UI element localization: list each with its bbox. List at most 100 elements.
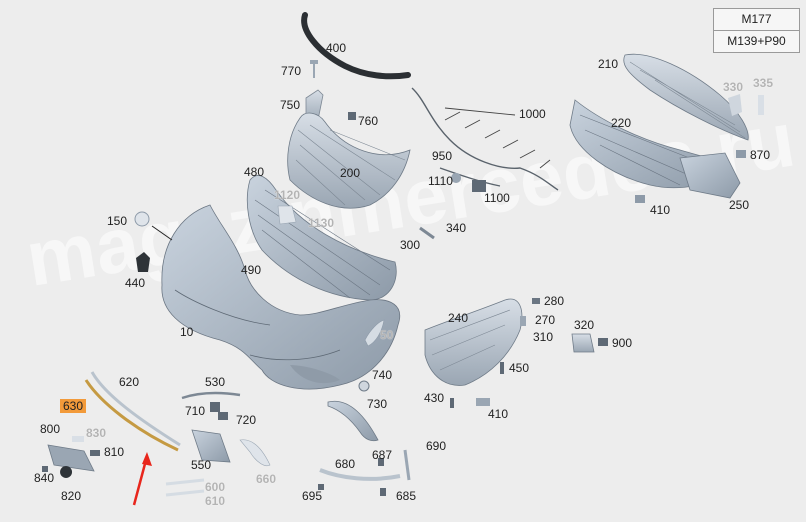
part-900-sensor bbox=[598, 338, 608, 346]
part-label-530[interactable]: 530 bbox=[205, 375, 226, 389]
part-label-760[interactable]: 760 bbox=[358, 114, 379, 128]
part-label-310[interactable]: 310 bbox=[533, 330, 554, 344]
model-secondary: M139+P90 bbox=[714, 30, 799, 52]
part-label-810[interactable]: 810 bbox=[104, 445, 125, 459]
part-770-clip bbox=[310, 60, 318, 78]
part-610-strip bbox=[165, 489, 205, 497]
part-label-430[interactable]: 430 bbox=[424, 391, 445, 405]
part-695-clip bbox=[318, 484, 324, 490]
part-label-1130[interactable]: 1130 bbox=[308, 216, 335, 230]
part-1110-clip bbox=[451, 173, 462, 183]
part-685-clip bbox=[380, 488, 386, 496]
part-label-220[interactable]: 220 bbox=[611, 116, 632, 130]
part-450-clip bbox=[500, 362, 504, 374]
part-250-vent bbox=[679, 152, 741, 199]
part-label-335[interactable]: 335 bbox=[753, 76, 774, 90]
part-label-695[interactable]: 695 bbox=[302, 489, 323, 503]
part-label-660[interactable]: 660 bbox=[256, 472, 277, 486]
part-335-clip bbox=[758, 95, 764, 115]
part-label-800[interactable]: 800 bbox=[40, 422, 61, 436]
part-label-410-lower[interactable]: 410 bbox=[488, 407, 509, 421]
part-label-340[interactable]: 340 bbox=[446, 221, 467, 235]
part-label-50[interactable]: 50 bbox=[380, 328, 394, 342]
part-label-630-highlighted[interactable]: 630 bbox=[60, 399, 87, 413]
model-primary: M177 bbox=[741, 12, 772, 26]
part-710-clip bbox=[210, 402, 220, 412]
part-620-strip bbox=[90, 371, 181, 447]
part-label-320[interactable]: 320 bbox=[574, 318, 595, 332]
leader-150 bbox=[151, 225, 173, 241]
part-label-250[interactable]: 250 bbox=[729, 198, 750, 212]
part-530-trim bbox=[181, 391, 241, 400]
part-1120-bracket bbox=[277, 205, 297, 225]
part-label-490[interactable]: 490 bbox=[241, 263, 262, 277]
part-687-clip bbox=[378, 458, 384, 466]
part-label-830[interactable]: 830 bbox=[86, 426, 107, 440]
part-label-200[interactable]: 200 bbox=[340, 166, 361, 180]
part-10-bumper-cover bbox=[161, 204, 401, 390]
part-label-280[interactable]: 280 bbox=[544, 294, 565, 308]
part-150-cap bbox=[134, 211, 150, 227]
part-label-600[interactable]: 600 bbox=[205, 480, 226, 494]
part-label-1110[interactable]: 1110 bbox=[428, 174, 453, 188]
part-label-620[interactable]: 620 bbox=[119, 375, 140, 389]
part-label-300[interactable]: 300 bbox=[400, 238, 421, 252]
part-label-440[interactable]: 440 bbox=[125, 276, 146, 290]
part-label-680[interactable]: 680 bbox=[335, 457, 356, 471]
part-label-750[interactable]: 750 bbox=[280, 98, 301, 112]
part-740-plug bbox=[358, 380, 370, 392]
part-410-sensor bbox=[635, 195, 645, 203]
part-label-240[interactable]: 240 bbox=[448, 311, 469, 325]
part-label-450[interactable]: 450 bbox=[509, 361, 530, 375]
part-label-330[interactable]: 330 bbox=[723, 80, 744, 94]
part-label-410-upper[interactable]: 410 bbox=[650, 203, 671, 217]
part-240-carrier bbox=[424, 298, 523, 386]
part-270-clip bbox=[520, 316, 526, 326]
part-label-400[interactable]: 400 bbox=[326, 41, 347, 55]
part-830-clip bbox=[72, 436, 84, 442]
part-440-bracket bbox=[136, 252, 150, 272]
part-label-690[interactable]: 690 bbox=[426, 439, 447, 453]
red-pointer-arrow bbox=[132, 452, 152, 506]
part-810-clip bbox=[90, 450, 100, 456]
part-label-10[interactable]: 10 bbox=[180, 325, 194, 339]
part-430-clip bbox=[450, 398, 454, 408]
part-820-nut bbox=[60, 466, 73, 478]
part-680-strip bbox=[319, 468, 401, 481]
part-210-carrier bbox=[623, 53, 749, 141]
part-760-clip bbox=[348, 112, 356, 120]
part-label-710[interactable]: 710 bbox=[185, 404, 206, 418]
part-280-clip bbox=[532, 298, 540, 304]
part-label-900[interactable]: 900 bbox=[612, 336, 633, 350]
part-label-480[interactable]: 480 bbox=[244, 165, 265, 179]
part-label-687[interactable]: 687 bbox=[372, 448, 393, 462]
part-660-trim bbox=[239, 439, 271, 467]
part-label-610[interactable]: 610 bbox=[205, 494, 226, 508]
part-410-clip bbox=[476, 398, 490, 406]
part-730-flap bbox=[327, 400, 379, 442]
part-label-870[interactable]: 870 bbox=[750, 148, 771, 162]
part-label-840[interactable]: 840 bbox=[34, 471, 55, 485]
part-label-1120[interactable]: 1120 bbox=[274, 188, 301, 202]
part-label-550[interactable]: 550 bbox=[191, 458, 212, 472]
part-label-820[interactable]: 820 bbox=[61, 489, 82, 503]
part-340-clip bbox=[419, 226, 435, 240]
part-720-clip bbox=[218, 412, 228, 420]
part-1000-harness bbox=[411, 87, 559, 191]
part-label-720[interactable]: 720 bbox=[236, 413, 257, 427]
part-label-730[interactable]: 730 bbox=[367, 397, 388, 411]
part-label-685[interactable]: 685 bbox=[396, 489, 417, 503]
part-label-950[interactable]: 950 bbox=[432, 149, 453, 163]
part-1100-sensor bbox=[472, 180, 486, 192]
part-550-grille bbox=[191, 429, 231, 463]
part-label-1100[interactable]: 1100 bbox=[484, 191, 510, 205]
part-label-210[interactable]: 210 bbox=[598, 57, 619, 71]
part-label-1000[interactable]: 1000 bbox=[519, 107, 546, 121]
part-label-270[interactable]: 270 bbox=[535, 313, 556, 327]
part-630-chrome bbox=[84, 379, 179, 452]
part-label-770[interactable]: 770 bbox=[281, 64, 302, 78]
part-label-150[interactable]: 150 bbox=[107, 214, 128, 228]
part-label-740[interactable]: 740 bbox=[372, 368, 393, 382]
